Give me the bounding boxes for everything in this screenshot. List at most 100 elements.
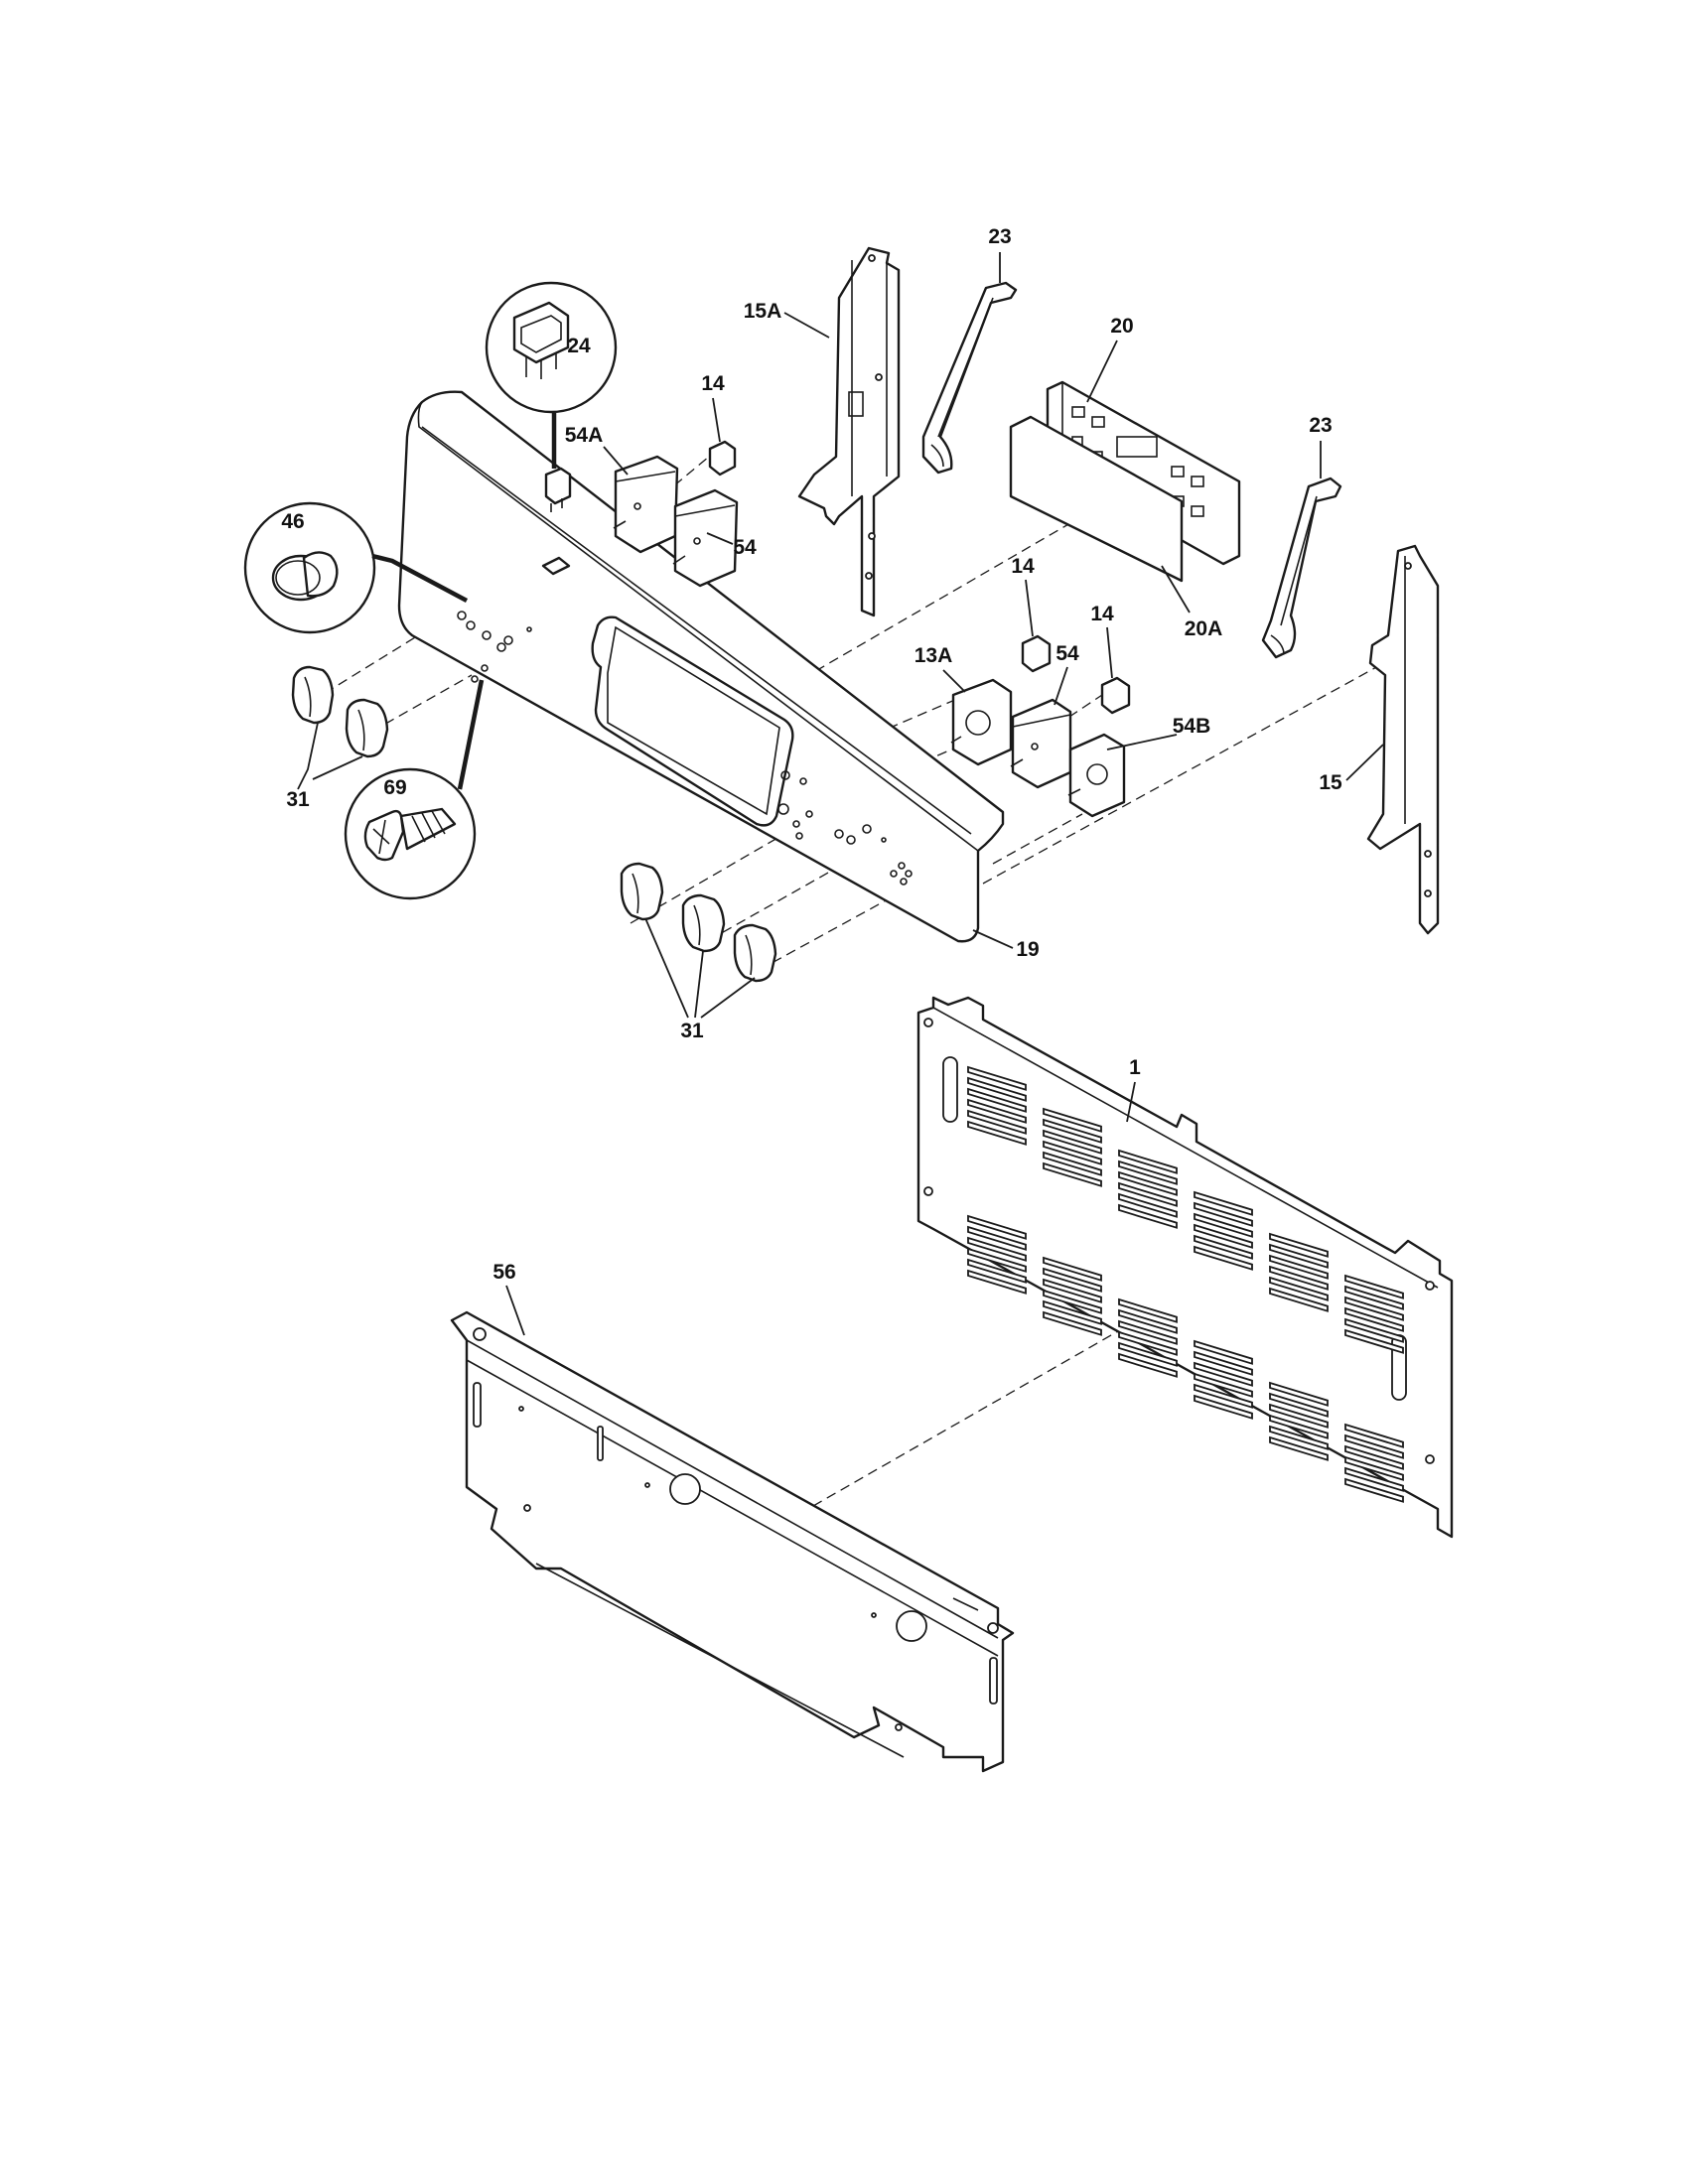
vent-slot	[1118, 1352, 1178, 1378]
callout-20: 20	[1110, 315, 1133, 338]
vent-slot	[967, 1065, 1027, 1091]
vent-slot	[1118, 1149, 1178, 1174]
part-56-lower-panel	[450, 1310, 1015, 1773]
vent-slot	[1118, 1308, 1178, 1334]
vent-slot	[1269, 1243, 1329, 1269]
callout-20a: 20A	[1185, 617, 1223, 640]
callout-15: 15	[1319, 771, 1342, 794]
vent-slot	[967, 1098, 1027, 1124]
vent-slot	[1043, 1278, 1102, 1303]
part-15-right-end-trim	[1366, 544, 1440, 935]
vent-slot	[1269, 1254, 1329, 1280]
part-23-bracket-lower	[1261, 477, 1342, 659]
vent-slot	[1118, 1192, 1178, 1218]
vent-slot	[1344, 1466, 1404, 1492]
vent-slot	[1344, 1477, 1404, 1503]
vent-slot	[1269, 1232, 1329, 1258]
vent-slot	[967, 1269, 1027, 1295]
detail-circle-24-rocker	[485, 281, 618, 469]
callout-leader-lines	[297, 252, 1384, 1336]
part-20a-overlay	[1009, 415, 1184, 583]
vent-slot	[1118, 1160, 1178, 1185]
vent-slot	[1194, 1212, 1253, 1238]
vent-slot	[1043, 1151, 1102, 1176]
vent-slot	[967, 1225, 1027, 1251]
callout-1: 1	[1129, 1056, 1141, 1079]
vent-slot	[967, 1076, 1027, 1102]
part-13a-infinite-switch	[950, 678, 1013, 766]
vent-slot	[1269, 1265, 1329, 1291]
callout-31-lower: 31	[680, 1020, 704, 1042]
callout-31-left: 31	[286, 788, 310, 811]
vent-slot	[1194, 1394, 1253, 1420]
part-24-rocker-switch-installed	[544, 467, 572, 512]
vent-slot	[1194, 1339, 1253, 1365]
vent-slot	[1269, 1381, 1329, 1407]
callout-56: 56	[492, 1261, 515, 1284]
callout-19: 19	[1016, 938, 1039, 961]
vent-slot	[1344, 1296, 1404, 1321]
part-14-block-middle	[1021, 634, 1052, 673]
vent-slot	[1194, 1245, 1253, 1271]
part-31-knobs-lower	[620, 862, 777, 983]
vent-slot	[967, 1214, 1027, 1240]
vent-slot	[1344, 1433, 1404, 1459]
vent-slot	[1118, 1319, 1178, 1345]
part-54-switch-upper	[672, 488, 739, 588]
vent-slot	[967, 1236, 1027, 1262]
vent-slot	[967, 1120, 1027, 1146]
vent-slot	[1194, 1234, 1253, 1260]
vent-slot	[1194, 1361, 1253, 1387]
vent-slot	[1344, 1423, 1404, 1448]
part-1-vented-rear-panel	[916, 996, 1454, 1539]
vent-slot	[1269, 1276, 1329, 1301]
vent-slot	[1043, 1107, 1102, 1133]
callout-69: 69	[383, 776, 406, 799]
callout-54a: 54A	[565, 424, 604, 447]
vent-slot	[1344, 1285, 1404, 1310]
vent-slot	[1344, 1306, 1404, 1332]
vent-slot	[1043, 1161, 1102, 1187]
vent-slot	[967, 1109, 1027, 1135]
callout-46: 46	[281, 510, 304, 533]
callout-14-upper: 14	[701, 372, 725, 395]
vent-slot	[1043, 1310, 1102, 1336]
vent-slot	[1269, 1392, 1329, 1418]
callout-15a: 15A	[744, 300, 782, 323]
callout-54-upper: 54	[733, 536, 757, 559]
callout-54b: 54B	[1173, 715, 1211, 738]
part-23-bracket-upper	[921, 281, 1018, 475]
vent-slot	[1043, 1140, 1102, 1165]
part-19-control-panel	[397, 390, 1005, 943]
detail-circle-46-plug	[243, 501, 469, 634]
vent-slot	[1194, 1383, 1253, 1409]
part-14-block-upper	[708, 440, 737, 477]
callout-labels: 23 15A 20 23 24 14 54A 46 54 14 20A 14 1…	[281, 225, 1342, 1284]
vent-slot	[1194, 1223, 1253, 1249]
vent-slot	[1118, 1341, 1178, 1367]
vent-slot	[1118, 1181, 1178, 1207]
vent-slot	[1269, 1425, 1329, 1450]
part-31-knobs-left	[291, 665, 389, 758]
part-15a-left-end-trim	[797, 246, 901, 617]
vent-slot	[1118, 1297, 1178, 1323]
vent-slot	[1194, 1190, 1253, 1216]
part-14-block-right	[1100, 676, 1131, 715]
vent-slot	[1043, 1118, 1102, 1144]
callout-23-lower: 23	[1309, 414, 1332, 437]
vent-slot	[967, 1247, 1027, 1273]
vent-slot	[1043, 1299, 1102, 1325]
vent-slot	[1269, 1414, 1329, 1439]
vent-slot	[1269, 1287, 1329, 1312]
part-54b-switch	[1067, 733, 1126, 818]
vent-slot	[1194, 1372, 1253, 1398]
vent-slot	[1269, 1435, 1329, 1461]
vent-slot	[1194, 1201, 1253, 1227]
vent-slot	[1043, 1267, 1102, 1293]
vent-slot	[1344, 1455, 1404, 1481]
vent-slot	[1344, 1444, 1404, 1470]
vent-slots	[967, 1065, 1404, 1503]
vent-slot	[1118, 1203, 1178, 1229]
